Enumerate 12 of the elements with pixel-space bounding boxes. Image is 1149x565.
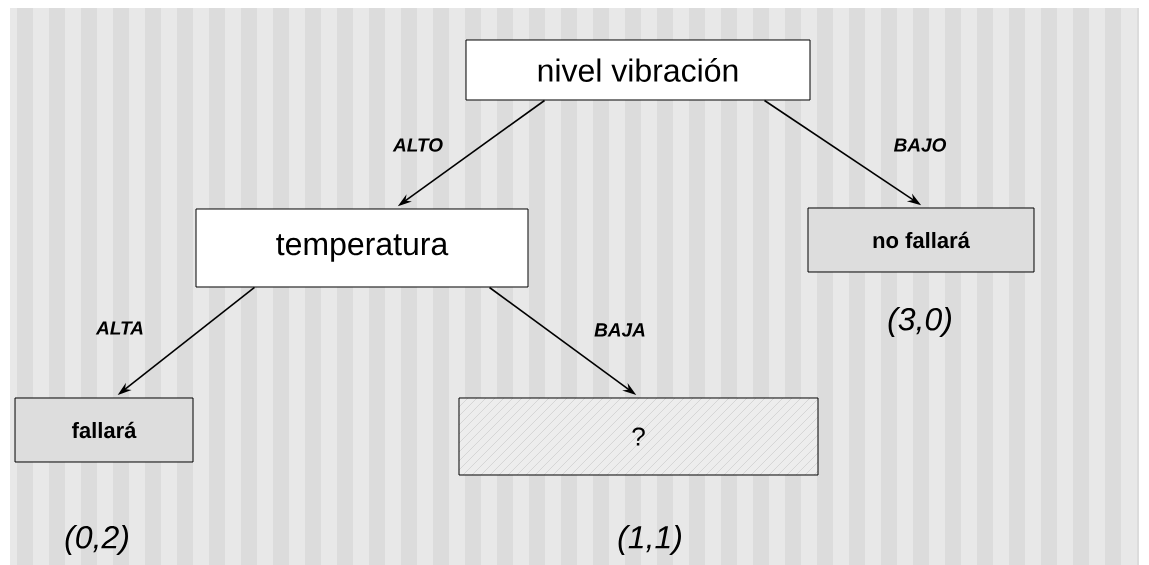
leaf-box: no fallará — [807, 207, 1035, 273]
count-label: (1,1) — [618, 525, 681, 555]
leaf-box: fallará — [14, 397, 194, 463]
count-label: (0,2) — [65, 525, 128, 555]
decision-box: temperatura — [195, 208, 529, 288]
edge-label: ALTA — [95, 321, 143, 335]
unknown-leaf-box: ? — [458, 397, 819, 476]
edge-label: BAJO — [893, 138, 947, 152]
decision-box: nivel vibración — [465, 39, 811, 101]
edge-label: BAJA — [594, 323, 645, 337]
count-label: (3,0) — [888, 307, 951, 337]
edge-label: ALTO — [392, 138, 443, 152]
